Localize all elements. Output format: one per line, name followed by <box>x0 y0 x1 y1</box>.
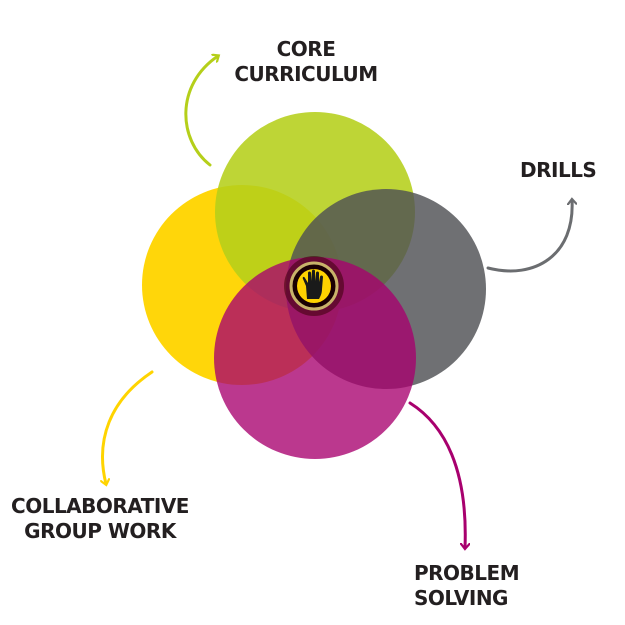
circle-problem-solving <box>214 257 416 459</box>
label-collab-line2: GROUP WORK <box>24 519 176 543</box>
label-collaborative-group-work: COLLABORATIVE GROUP WORK <box>0 494 200 544</box>
label-drills: DRILLS <box>520 158 597 183</box>
label-problem-line2: SOLVING <box>414 586 508 610</box>
label-core-line2: CURRICULUM <box>234 62 378 86</box>
label-problem-solving: PROBLEM SOLVING <box>414 561 520 611</box>
arrow-core-curriculum <box>184 56 218 167</box>
arrow-drills <box>486 200 572 273</box>
label-collab-line1: COLLABORATIVE <box>11 494 189 518</box>
label-drills-line1: DRILLS <box>520 158 597 182</box>
arrow-collaborative <box>103 370 154 484</box>
arrow-problem-solving <box>408 401 465 548</box>
label-problem-line1: PROBLEM <box>414 561 520 585</box>
label-core-line1: CORE <box>276 37 336 61</box>
raised-hand-icon <box>289 261 339 311</box>
label-core-curriculum: CORE CURRICULUM <box>228 37 384 87</box>
